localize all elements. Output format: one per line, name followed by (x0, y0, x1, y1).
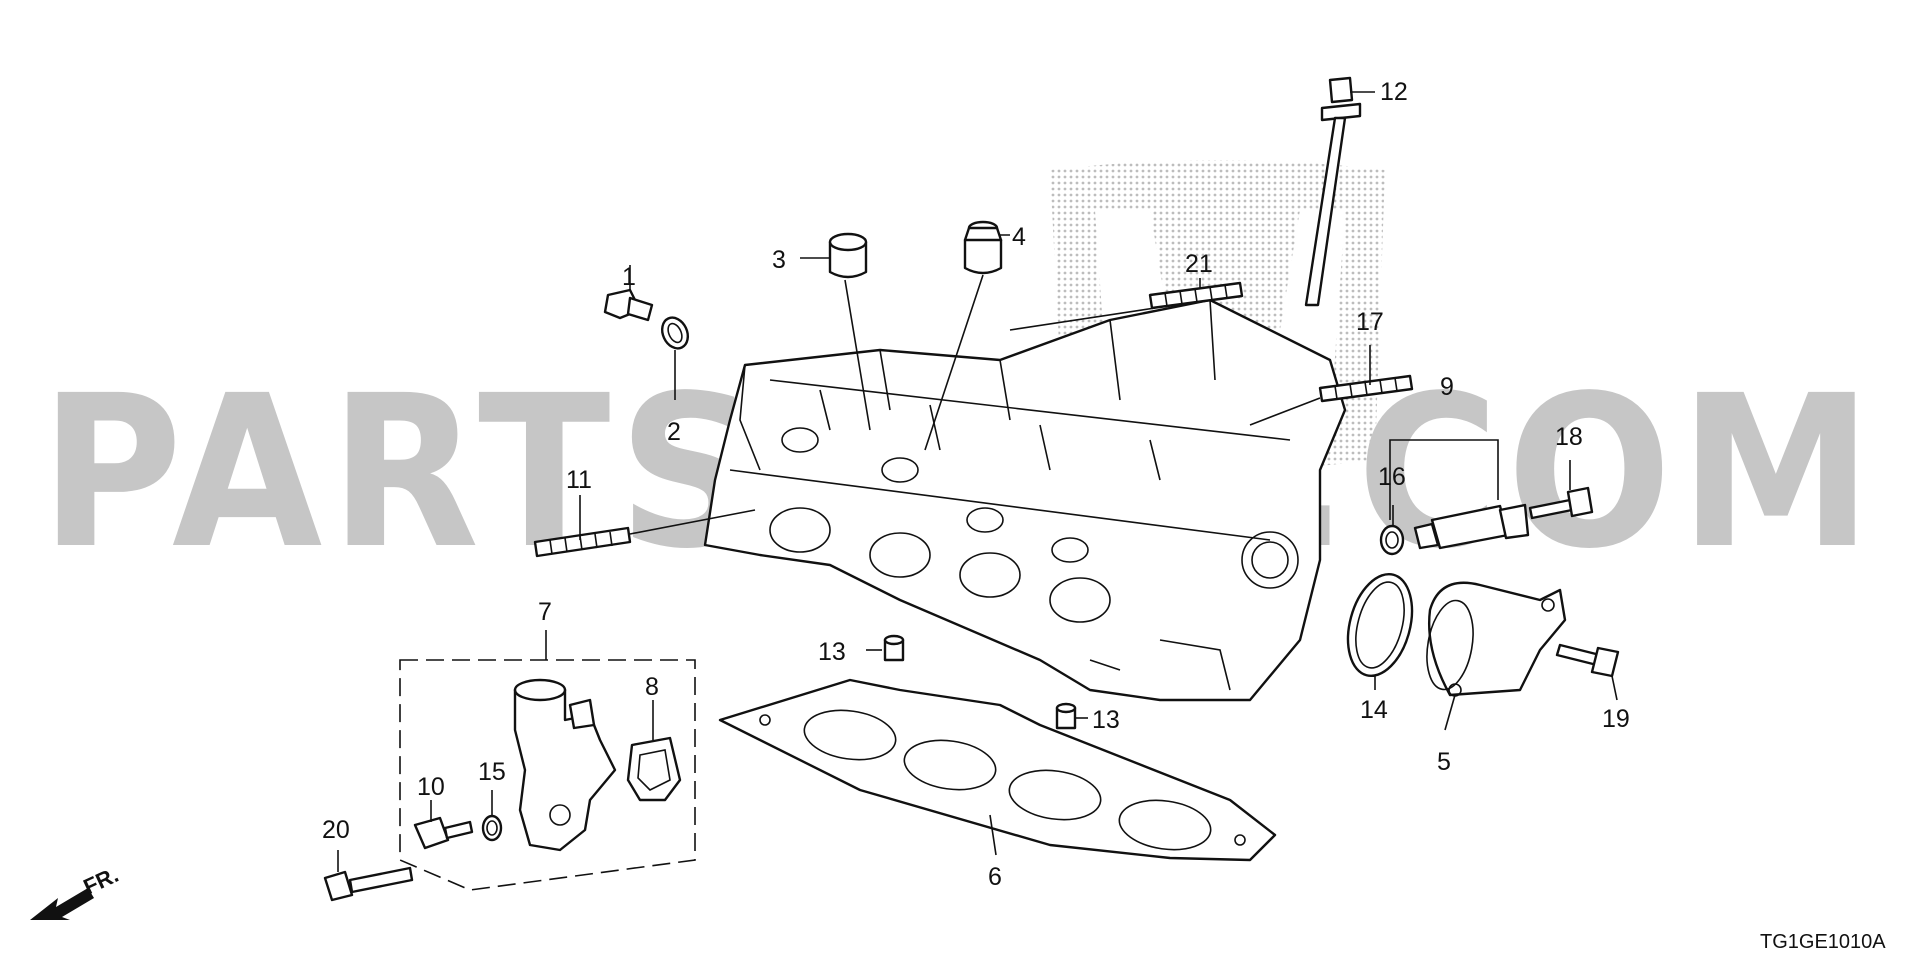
part-7-group-outline (399, 659, 696, 891)
callout-6: 6 (988, 863, 1002, 891)
callout-19: 19 (1602, 705, 1630, 733)
part-10-bolt (413, 816, 474, 850)
callout-15: 15 (478, 758, 506, 786)
callout-3: 3 (772, 246, 786, 274)
callout-2: 2 (667, 418, 681, 446)
part-1-plug-bolt (603, 288, 654, 322)
diagram-code: TG1GE1010A (1760, 931, 1886, 953)
callout-13-upper: 13 (818, 638, 846, 666)
callout-5: 5 (1437, 748, 1451, 776)
callout-21: 21 (1185, 250, 1213, 278)
callout-4: 4 (1012, 223, 1026, 251)
part-6-head-gasket (718, 678, 1277, 862)
part-15-o-ring (481, 814, 503, 842)
callout-18: 18 (1555, 423, 1583, 451)
part-19-bolt (1555, 643, 1620, 678)
callout-11: 11 (566, 466, 592, 494)
callout-20: 20 (322, 816, 350, 844)
part-14-gasket (1346, 572, 1414, 678)
leader-lines (337, 91, 1618, 872)
part-21-stud (1148, 281, 1244, 310)
cylinder-head (703, 298, 1347, 702)
callout-13-lower: 13 (1092, 706, 1120, 734)
callout-7: 7 (538, 598, 552, 626)
front-arrow-icon (30, 888, 94, 920)
callout-14: 14 (1360, 696, 1388, 724)
callout-8: 8 (645, 673, 659, 701)
callout-9: 9 (1440, 373, 1454, 401)
callout-17: 17 (1356, 308, 1384, 336)
part-18-bolt (1528, 486, 1594, 520)
part-20-bolt (323, 866, 414, 902)
callout-12: 12 (1380, 78, 1408, 106)
part-9-sensor (1413, 503, 1530, 550)
part-8-gasket (626, 736, 682, 802)
callout-labels: 1 2 3 4 5 6 7 8 9 10 11 12 13 13 14 15 1… (322, 78, 1630, 891)
part-11-stud (533, 526, 632, 558)
callout-16: 16 (1378, 463, 1406, 491)
part-3-cap (828, 232, 868, 279)
part-13-dowel-lower (1055, 702, 1077, 730)
part-13-dowel-upper (883, 634, 905, 662)
part-2-washer (660, 316, 690, 350)
part-7-spool-valve (513, 678, 617, 852)
front-direction-marker: FR. (30, 862, 122, 920)
callout-1: 1 (622, 263, 636, 291)
part-16-o-ring (1379, 524, 1405, 556)
part-5-water-outlet (1426, 581, 1567, 697)
part-4-cap (963, 220, 1003, 275)
part-12-head-bolt (1304, 76, 1362, 307)
part-17-stud (1318, 374, 1414, 403)
callout-10: 10 (417, 773, 445, 801)
